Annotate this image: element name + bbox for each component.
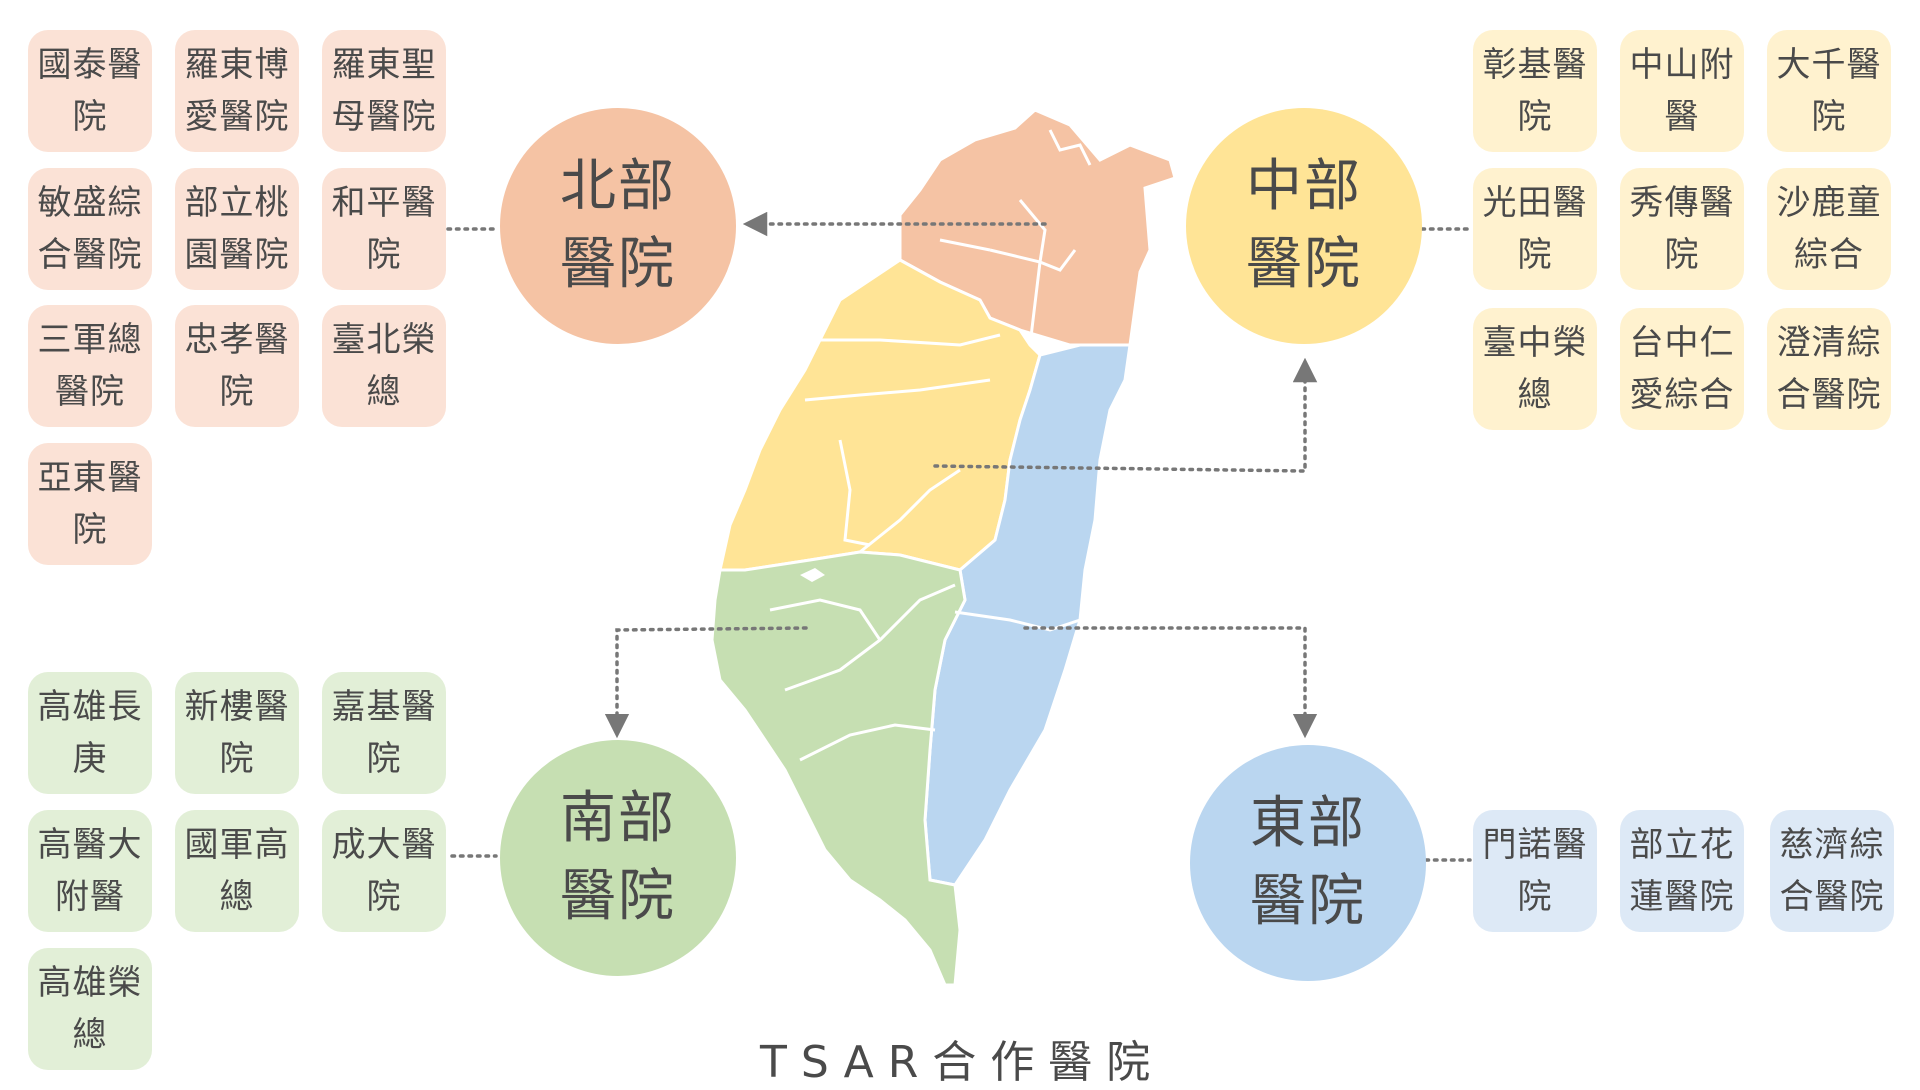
hospital-name: 門諾醫院: [1482, 825, 1588, 917]
hospital-name: 大千醫院: [1776, 45, 1882, 137]
hospital-tile: 忠孝醫院: [175, 305, 299, 427]
hospital-name: 和平醫院: [331, 183, 437, 275]
hospital-name: 新樓醫院: [184, 687, 290, 779]
hospital-name: 光田醫院: [1482, 183, 1588, 275]
hospital-tile: 澄清綜合醫院: [1767, 308, 1891, 430]
hospital-tile: 高雄長庚: [28, 672, 152, 794]
hospital-tile: 嘉基醫院: [322, 672, 446, 794]
hospital-name: 臺北榮總: [331, 320, 437, 412]
hospital-name: 彰基醫院: [1482, 45, 1588, 137]
hub-south-label: 南部醫院: [560, 786, 676, 929]
connector-central-map: [933, 357, 1318, 473]
hub-east: 東部醫院: [1190, 745, 1426, 981]
hub-north-label: 北部醫院: [560, 154, 676, 297]
hospital-name: 高醫大附醫: [37, 825, 143, 917]
hospital-name: 高雄榮總: [37, 963, 143, 1055]
hospital-tile: 部立花蓮醫院: [1620, 810, 1744, 932]
hospital-tile: 羅東聖母醫院: [322, 30, 446, 152]
hospital-tile: 沙鹿童綜合: [1767, 168, 1891, 290]
hub-north: 北部醫院: [500, 108, 736, 344]
hospital-tile: 三軍總醫院: [28, 305, 152, 427]
hospital-tile: 亞東醫院: [28, 443, 152, 565]
hospital-tile: 臺中榮總: [1473, 308, 1597, 430]
hospital-name: 嘉基醫院: [331, 687, 437, 779]
hospital-name: 秀傳醫院: [1629, 183, 1735, 275]
hospital-tile: 門諾醫院: [1473, 810, 1597, 932]
hospital-tile: 羅東博愛醫院: [175, 30, 299, 152]
connector-lines: [446, 211, 1472, 862]
hospital-name: 國軍高總: [184, 825, 290, 917]
diagram-caption: TSAR合作醫院: [760, 1037, 1165, 1088]
hospital-name: 羅東博愛醫院: [184, 45, 290, 137]
hospital-tile: 部立桃園醫院: [175, 168, 299, 290]
hospital-tile: 秀傳醫院: [1620, 168, 1744, 290]
hospital-name: 中山附醫: [1629, 45, 1735, 137]
hospital-tile: 敏盛綜合醫院: [28, 168, 152, 290]
hospital-tile: 慈濟綜合醫院: [1770, 810, 1894, 932]
hospital-tile: 大千醫院: [1767, 30, 1891, 152]
hospital-tile: 成大醫院: [322, 810, 446, 932]
map-region-south: [710, 550, 967, 987]
map-lake: [800, 568, 825, 582]
hospital-tile: 臺北榮總: [322, 305, 446, 427]
hospital-name: 亞東醫院: [37, 458, 143, 550]
hospital-tile: 彰基醫院: [1473, 30, 1597, 152]
hospital-name: 忠孝醫院: [184, 320, 290, 412]
hospital-tile: 高雄榮總: [28, 948, 152, 1070]
hospital-tile: 光田醫院: [1473, 168, 1597, 290]
hospital-name: 澄清綜合醫院: [1776, 323, 1882, 415]
hospital-name: 高雄長庚: [37, 687, 143, 779]
hospital-name: 慈濟綜合醫院: [1779, 825, 1885, 917]
hub-east-label: 東部醫院: [1250, 791, 1366, 934]
hospital-name: 台中仁愛綜合: [1629, 323, 1735, 415]
hospital-tile: 新樓醫院: [175, 672, 299, 794]
hospital-name: 國泰醫院: [37, 45, 143, 137]
hospital-name: 沙鹿童綜合: [1776, 183, 1882, 275]
map-region-north: [898, 108, 1177, 347]
hospital-name: 敏盛綜合醫院: [37, 183, 143, 275]
hospital-name: 三軍總醫院: [37, 320, 143, 412]
hospital-tile: 國泰醫院: [28, 30, 152, 152]
hub-south: 南部醫院: [500, 740, 736, 976]
hospital-name: 部立花蓮醫院: [1629, 825, 1735, 917]
hospital-tile: 和平醫院: [322, 168, 446, 290]
hospital-name: 臺中榮總: [1482, 323, 1588, 415]
hospital-name: 成大醫院: [331, 825, 437, 917]
connector-east-map: [1023, 626, 1318, 739]
hospital-tile: 台中仁愛綜合: [1620, 308, 1744, 430]
hub-central-label: 中部醫院: [1246, 154, 1362, 297]
connector-south-map: [604, 626, 808, 739]
hospital-tile: 國軍高總: [175, 810, 299, 932]
hospital-name: 部立桃園醫院: [184, 183, 290, 275]
hospital-name: 羅東聖母醫院: [331, 45, 437, 137]
hub-central: 中部醫院: [1186, 108, 1422, 344]
hospital-tile: 高醫大附醫: [28, 810, 152, 932]
hospital-tile: 中山附醫: [1620, 30, 1744, 152]
